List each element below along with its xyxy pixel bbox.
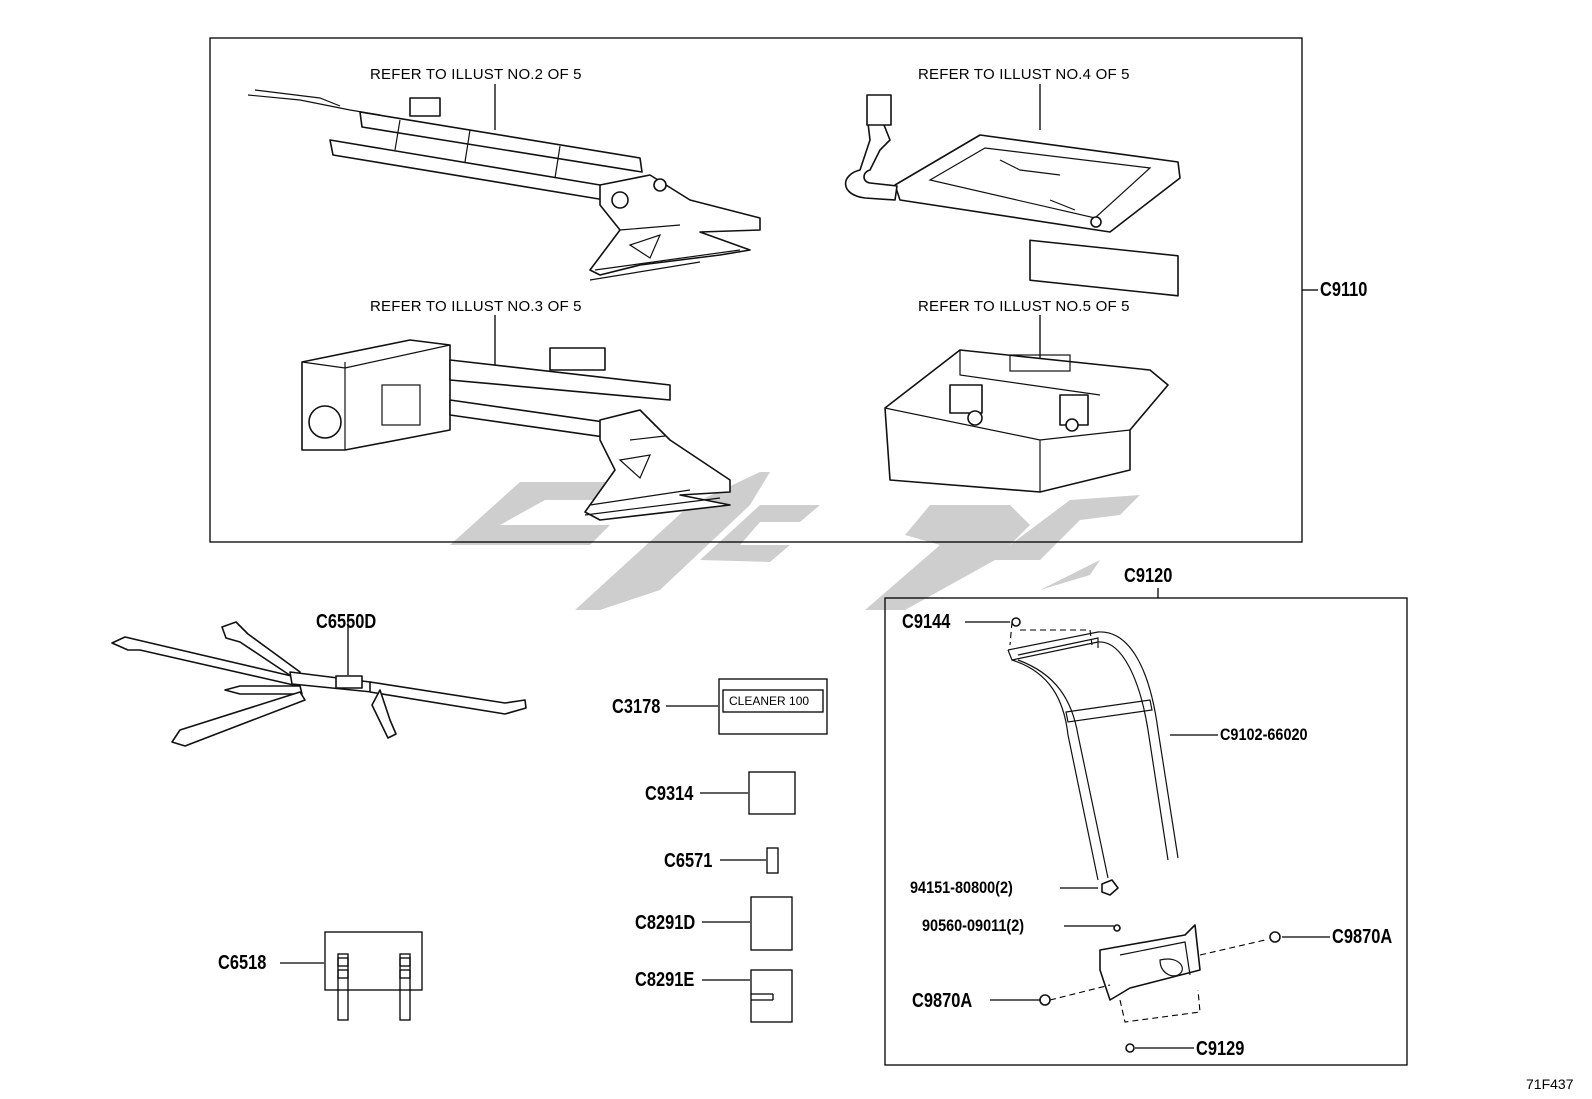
cleaner-label-text: CLEANER 100 xyxy=(729,694,810,708)
part-code-c9870a-right: C9870A xyxy=(1332,926,1393,948)
c8291d-sheet xyxy=(750,896,793,951)
part-code-c6518: C6518 xyxy=(218,952,267,974)
watermark-logo xyxy=(450,472,1140,610)
bracket-drawing xyxy=(1049,924,1266,1053)
seat-frame-illustration-2 xyxy=(247,89,761,281)
part-code-94151-80800: 94151-80800(2) xyxy=(910,878,1013,897)
c6518-strap-holder xyxy=(280,931,423,1021)
illust-ref-4: REFER TO ILLUST NO.4 OF 5 xyxy=(918,66,1130,83)
c8291e-sheet xyxy=(750,969,793,1023)
part-code-c8291d: C8291D xyxy=(635,912,696,934)
part-code-90560-09011: 90560-09011(2) xyxy=(922,916,1025,935)
part-code-c9870a-left: C9870A xyxy=(912,990,973,1012)
part-code-c3178: C3178 xyxy=(612,696,661,718)
handle-frame-drawing xyxy=(1007,631,1218,896)
part-code-c9144: C9144 xyxy=(902,611,951,633)
part-code-c9110: C9110 xyxy=(1320,279,1368,301)
diagram-id: 71F437 xyxy=(1526,1076,1574,1092)
part-code-c6571: C6571 xyxy=(664,850,713,872)
part-code-c9129: C9129 xyxy=(1196,1038,1245,1060)
illust-ref-2: REFER TO ILLUST NO.2 OF 5 xyxy=(370,66,582,83)
part-code-c9314: C9314 xyxy=(645,783,694,805)
c9120-subassembly-frame xyxy=(884,597,1408,1066)
storage-box-illustration-5 xyxy=(884,349,1169,493)
seat-tray-illustration-4 xyxy=(844,94,1181,297)
seat-frame-illustration-3 xyxy=(301,339,731,521)
c9314-sheet xyxy=(748,771,796,815)
part-code-c9102-66020: C9102-66020 xyxy=(1220,725,1308,744)
part-code-c6550d: C6550D xyxy=(316,611,377,633)
illust-ref-5: REFER TO ILLUST NO.5 OF 5 xyxy=(918,298,1130,315)
part-code-c8291e: C8291E xyxy=(635,969,695,991)
belt-harness-drawing xyxy=(111,620,527,747)
cleaner-label-box xyxy=(718,678,828,735)
part-code-c9120: C9120 xyxy=(1124,565,1173,587)
c6571-tag xyxy=(766,847,779,874)
illust-ref-3: REFER TO ILLUST NO.3 OF 5 xyxy=(370,298,582,315)
